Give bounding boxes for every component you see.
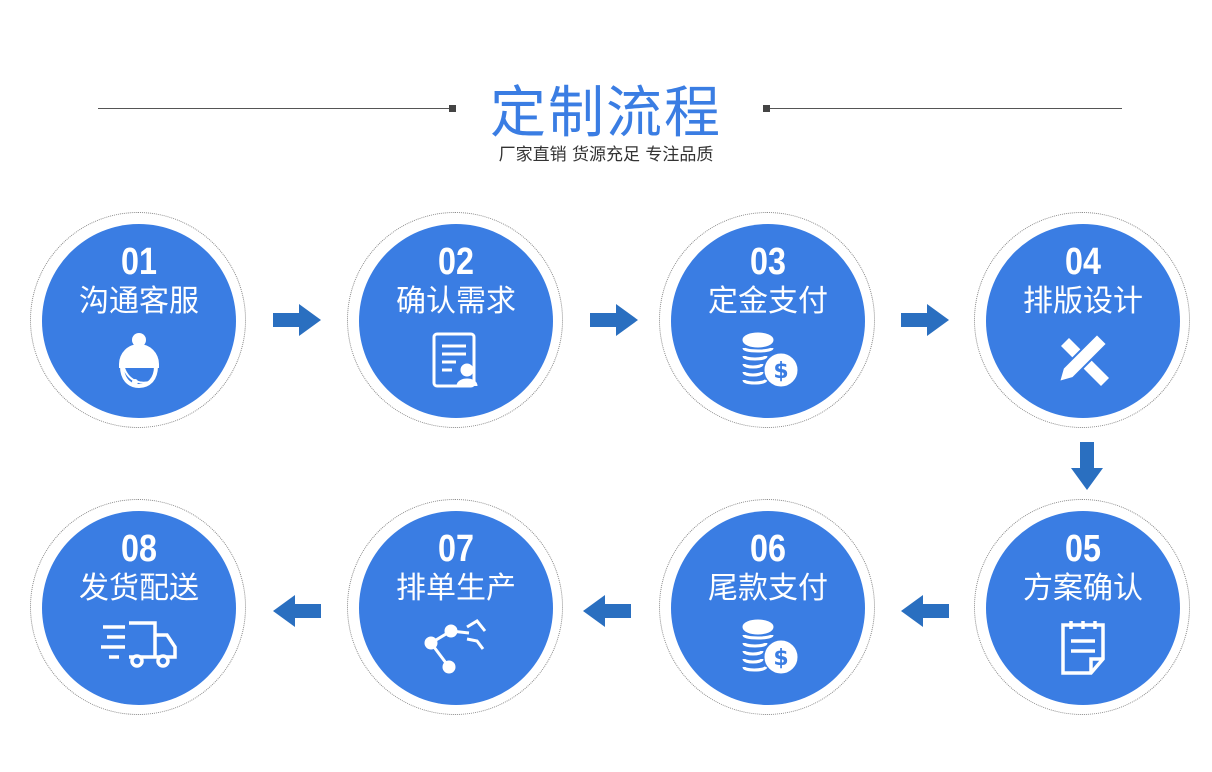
step-08: 08 发货配送 xyxy=(30,499,246,715)
flow-arrow-icon xyxy=(273,591,321,627)
delivery-truck-icon xyxy=(42,617,236,673)
step-circle: 07 排单生产 xyxy=(359,511,553,705)
flow-arrow-icon xyxy=(901,304,949,340)
flow-arrow-icon xyxy=(1067,442,1103,490)
divider-left xyxy=(98,108,450,109)
step-01: 01 沟通客服 xyxy=(30,212,246,428)
step-label: 发货配送 xyxy=(79,571,199,606)
step-label: 排单生产 xyxy=(396,571,516,606)
step-number: 05 xyxy=(1065,528,1101,570)
step-circle: 01 沟通客服 xyxy=(42,224,236,418)
step-number: 02 xyxy=(438,241,474,283)
flow-arrow-icon xyxy=(901,591,949,627)
flow-arrow-icon xyxy=(273,304,321,340)
step-label: 确认需求 xyxy=(396,284,516,319)
divider-right xyxy=(770,108,1122,109)
step-circle: 05 方案确认 xyxy=(986,511,1180,705)
step-number: 01 xyxy=(121,241,157,283)
step-label: 沟通客服 xyxy=(79,284,199,319)
step-number: 07 xyxy=(438,528,474,570)
coins-dollar-icon: $ xyxy=(671,330,865,390)
svg-text:$: $ xyxy=(773,359,788,384)
step-label: 方案确认 xyxy=(1023,571,1143,606)
step-03: 03 定金支付 $ xyxy=(659,212,875,428)
step-02: 02 确认需求 xyxy=(347,212,563,428)
step-number: 03 xyxy=(750,241,786,283)
step-circle: 08 发货配送 xyxy=(42,511,236,705)
robot-arm-icon xyxy=(359,617,553,677)
step-number: 06 xyxy=(750,528,786,570)
step-04: 04 排版设计 xyxy=(974,212,1190,428)
step-07: 07 排单生产 xyxy=(347,499,563,715)
page-subtitle: 厂家直销 货源充足 专注品质 xyxy=(498,145,714,165)
divider-dot xyxy=(763,105,770,112)
document-user-icon xyxy=(359,330,553,390)
coins-dollar-icon: $ xyxy=(671,617,865,677)
step-circle: 03 定金支付 $ xyxy=(671,224,865,418)
flow-arrow-icon xyxy=(590,304,638,340)
step-label: 尾款支付 xyxy=(708,571,828,606)
svg-text:$: $ xyxy=(773,646,788,671)
step-05: 05 方案确认 xyxy=(974,499,1190,715)
flow-arrow-icon xyxy=(583,591,631,627)
step-number: 04 xyxy=(1065,241,1101,283)
step-number: 08 xyxy=(121,528,157,570)
page-title: 定制流程 xyxy=(490,81,722,146)
divider-dot xyxy=(449,105,456,112)
step-label: 排版设计 xyxy=(1023,284,1143,319)
ruler-pencil-icon xyxy=(986,330,1180,390)
step-circle: 04 排版设计 xyxy=(986,224,1180,418)
step-circle: 06 尾款支付 $ xyxy=(671,511,865,705)
step-circle: 02 确认需求 xyxy=(359,224,553,418)
step-06: 06 尾款支付 $ xyxy=(659,499,875,715)
step-label: 定金支付 xyxy=(708,284,828,319)
customer-service-icon xyxy=(42,330,236,390)
notepad-icon xyxy=(986,617,1180,677)
